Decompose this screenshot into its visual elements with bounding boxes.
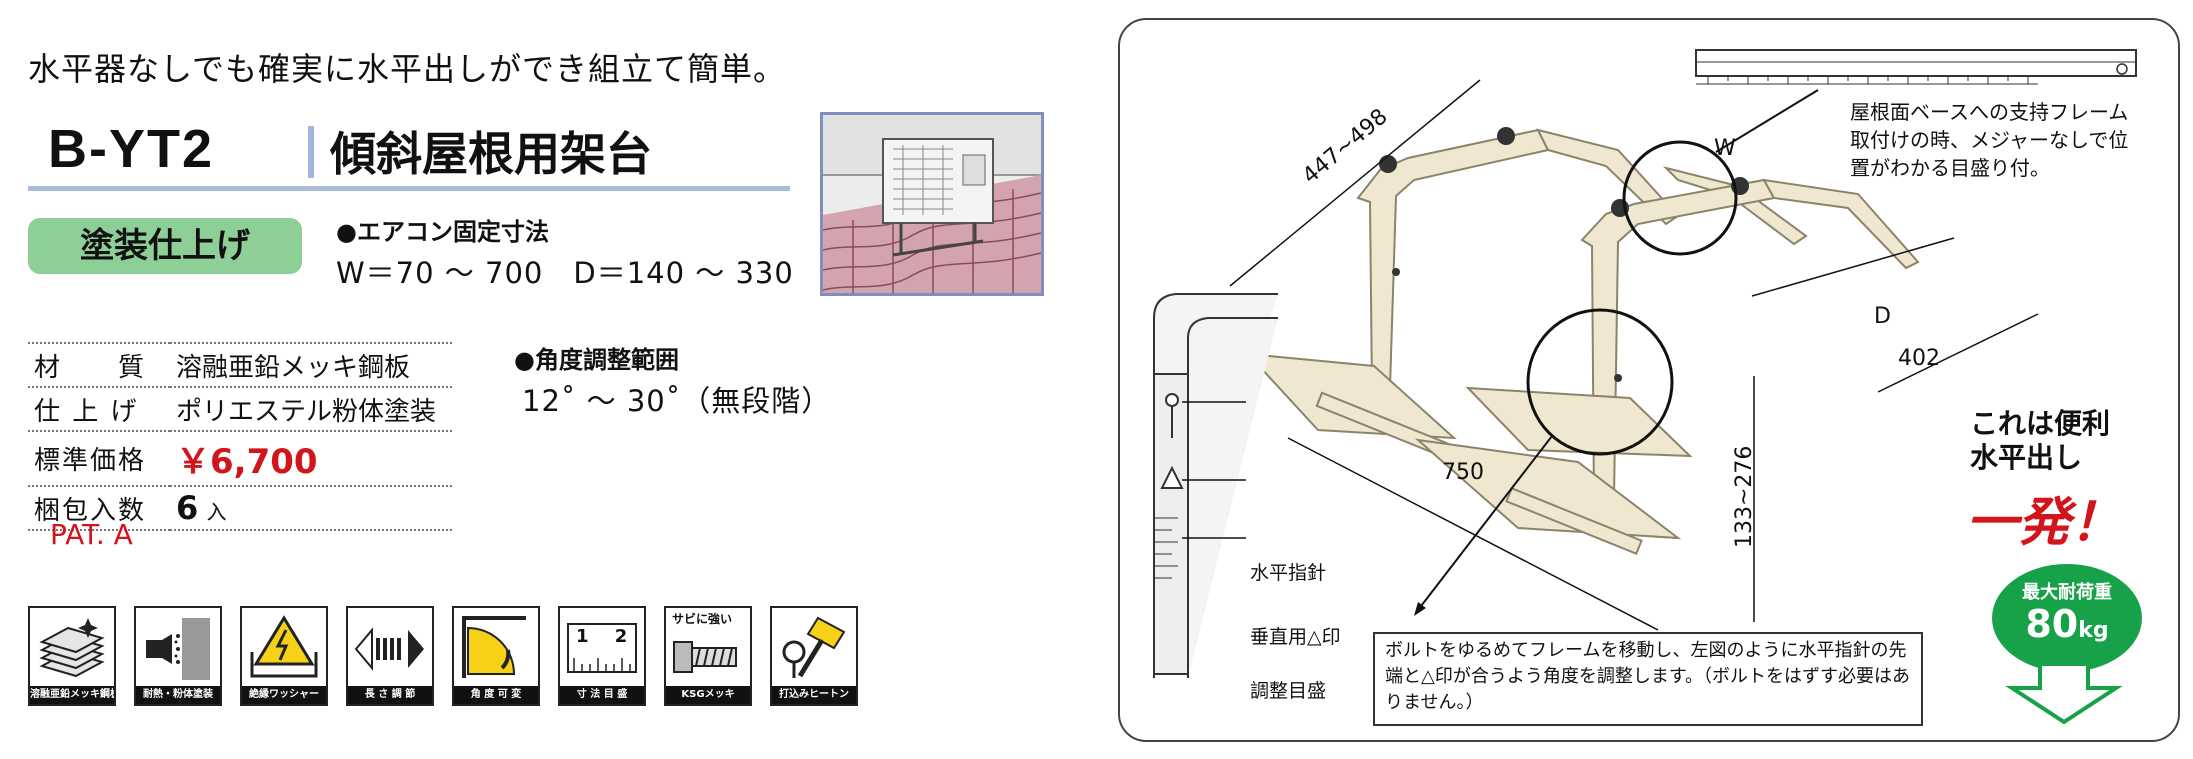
product-photo [820, 112, 1044, 296]
spec-key: 仕 上 げ [28, 387, 170, 432]
spec-row-finish: 仕 上 げ ポリエステル粉体塗装 [28, 387, 452, 432]
badge-value: 80 [2025, 602, 2079, 646]
scale-text: 1 2 [576, 626, 638, 647]
model-name: 傾斜屋根用架台 [330, 127, 652, 181]
bolt-top-text: サビに強い [672, 612, 733, 626]
fixing-values: W＝70 ～ 700 D＝140 ～ 330 [336, 256, 794, 290]
spec-table: 材 質 溶融亜鉛メッキ鋼板 仕 上 げ ポリエステル粉体塗装 標準価格 ￥6,7… [28, 342, 452, 531]
spec-row-pack: 梱包入数 6 入 [28, 486, 452, 531]
icon-caption: 角 度 可 変 [454, 686, 538, 704]
badge-label: 最大耐荷重 [2022, 582, 2112, 603]
spec-row-material: 材 質 溶融亜鉛メッキ鋼板 [28, 342, 452, 388]
icon-caption: 打込みヒートン [772, 686, 856, 704]
spec-value: 6 入 [170, 486, 452, 531]
icon-caption: 溶融亜鉛メッキ鋼板 [30, 686, 114, 704]
length-adjust-icon: 長 さ 調 節 [346, 606, 434, 706]
dim-d: D [1874, 304, 1891, 329]
angle-heading: ●角度調整範囲 [514, 346, 679, 374]
instruction-box: ボルトをゆるめてフレームを移動し、左図のように水平指針の先端と△印が合うよう角度… [1373, 632, 1923, 726]
spec-key: 標準価格 [28, 431, 170, 487]
mount-frames [1245, 128, 1920, 556]
zoom-circle-ruler [1622, 140, 1738, 256]
title-underline [28, 186, 790, 191]
label-adjust-scale: 調整目盛 [1250, 680, 1327, 702]
spray-icon: 耐熱・粉体塗装 [134, 606, 222, 706]
spec-key: 梱包入数 [28, 486, 170, 531]
dim-133-276: 133~276 [1732, 445, 1757, 548]
dim-402: 402 [1898, 346, 1940, 371]
angle-adjust-icon: 角 度 可 変 [452, 606, 540, 706]
label-level-pointer: 水平指針 [1250, 562, 1327, 584]
label-triangle-mark: 垂直用△印 [1250, 626, 1341, 648]
insulation-washer-icon: 絶縁ワッシャー [240, 606, 328, 706]
fixing-heading: ●エアコン固定寸法 [336, 218, 549, 246]
bolt-icon: サビに強い KSGメッキ [664, 606, 752, 706]
ruler-graphic [1695, 49, 2137, 85]
pack-count: 6 [176, 489, 199, 527]
spec-key: 材 質 [28, 342, 170, 388]
angle-values: 12˚ ～ 30˚（無段階） [522, 384, 832, 418]
spec-value: 溶融亜鉛メッキ鋼板 [170, 342, 452, 388]
down-arrow-icon [2005, 664, 2123, 724]
icon-caption: 長 さ 調 節 [348, 686, 432, 704]
ruler-note: 屋根面ベースへの支持フレーム取付けの時、メジャーなしで位置がわかる目盛り付。 [1850, 100, 2129, 180]
tagline: 水平器なしでも確実に水平出しができ組立て簡単。 [28, 50, 787, 88]
spec-row-price: 標準価格 ￥6,700 [28, 431, 452, 487]
dimension-lines [1229, 79, 2039, 631]
level-inset [1153, 293, 1278, 678]
zoom-circle-indicator [1526, 308, 1674, 456]
promo-line-2: 水平出し [1970, 442, 2083, 473]
finish-badge: 塗装仕上げ [28, 218, 302, 274]
icon-caption: KSGメッキ [666, 686, 750, 704]
icon-caption: 寸 法 目 盛 [560, 686, 644, 704]
icon-caption: 絶縁ワッシャー [242, 686, 326, 704]
model-code: B-YT2 [48, 119, 215, 179]
spec-value: ポリエステル粉体塗装 [170, 387, 452, 432]
scale-icon: 1 2 寸 法 目 盛 [558, 606, 646, 706]
hammer-icon: 打込みヒートン [770, 606, 858, 706]
max-load-badge: 最大耐荷重 80kg [1992, 564, 2142, 672]
badge-unit: kg [2078, 618, 2109, 643]
title-divider [308, 126, 314, 178]
price-value: ￥6,700 [170, 431, 452, 487]
icon-caption: 耐熱・粉体塗装 [136, 686, 220, 704]
layered-plates-icon: 溶融亜鉛メッキ鋼板 [28, 606, 116, 706]
promo-line-1: これは便利 [1970, 408, 2111, 439]
frame-diagram [1153, 49, 2137, 678]
dim-w: W [1714, 136, 1736, 161]
dim-750: 750 [1442, 460, 1484, 485]
pack-unit: 入 [206, 500, 227, 524]
patent-label: PAT. A [50, 518, 133, 551]
promo-line-3: 一発！ [1966, 494, 2123, 552]
feature-icon-row: 溶融亜鉛メッキ鋼板 耐熱・粉体塗装 絶縁ワッシャー 長 さ 調 節 角 度 可 … [28, 606, 858, 706]
